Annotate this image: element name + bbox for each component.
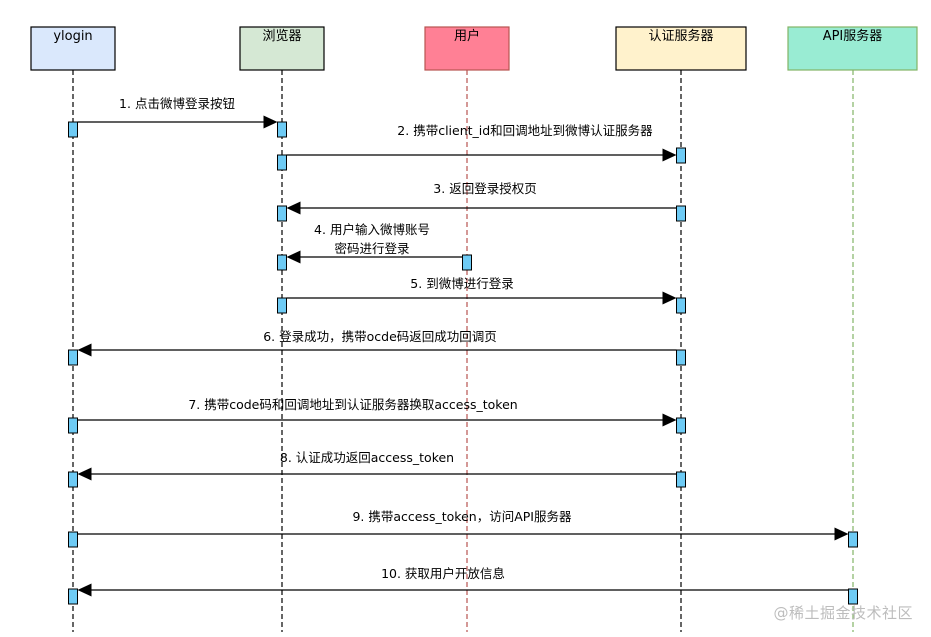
activation-bar [676, 205, 686, 222]
lifelines [72, 70, 854, 632]
arrowhead-icon [77, 343, 92, 357]
message-label: 密码进行登录 [334, 241, 409, 256]
message-label: 7. 携带code码和回调地址到认证服务器换取access_token [188, 397, 517, 412]
message-3: 3. 返回登录授权页 [286, 181, 677, 215]
activation-bar [848, 588, 858, 605]
activation-bar [68, 471, 78, 488]
messages: 1. 点击微博登录按钮 2. 携带client_id和回调地址到微博认证服务器 3.… [77, 96, 849, 597]
participant-label: API服务器 [823, 28, 883, 44]
participant-box [787, 26, 918, 71]
activation-bar [68, 417, 78, 434]
message-label: 2. 携带client_id和回调地址到微博认证服务器 [397, 123, 653, 138]
message-label: 1. 点击微博登录按钮 [119, 96, 235, 111]
activation-bar [676, 471, 686, 488]
message-label: 6. 登录成功，携带ocde码返回成功回调页 [263, 329, 497, 344]
arrowhead-icon [77, 467, 92, 481]
message-8: 8. 认证成功返回access_token [77, 450, 677, 481]
participant-ylogin: ylogin [30, 26, 116, 71]
watermark: @稀土掘金技术社区 [773, 604, 913, 622]
participant-box [615, 26, 747, 71]
activation-bar [68, 121, 78, 138]
activation-bar [676, 147, 686, 164]
activation-bar [676, 417, 686, 434]
activation-bar [848, 531, 858, 548]
participant-box [239, 26, 325, 71]
message-7: 7. 携带code码和回调地址到认证服务器换取access_token [77, 397, 677, 427]
message-1: 1. 点击微博登录按钮 [77, 96, 278, 129]
activation-bar [277, 297, 287, 314]
arrowhead-icon [662, 291, 677, 305]
participant-label: ylogin [53, 29, 92, 44]
message-label: 5. 到微博进行登录 [410, 276, 513, 291]
activation-bar [277, 154, 287, 171]
activation-bars [68, 121, 858, 605]
arrowhead-icon [834, 527, 849, 541]
arrowhead-icon [263, 115, 278, 129]
activation-bar [277, 254, 287, 271]
arrowhead-icon [662, 148, 677, 162]
participant-user: 用户 [424, 26, 510, 71]
message-6: 6. 登录成功，携带ocde码返回成功回调页 [77, 329, 677, 357]
activation-bar [277, 205, 287, 222]
message-label: 4. 用户输入微博账号 [314, 222, 430, 237]
activation-bar [68, 531, 78, 548]
participant-box [424, 26, 510, 71]
activation-bar [676, 297, 686, 314]
message-label: 10. 获取用户开放信息 [381, 566, 505, 581]
message-label: 8. 认证成功返回access_token [280, 450, 454, 465]
arrowhead-icon [77, 583, 92, 597]
participant-label: 认证服务器 [648, 28, 713, 44]
message-label: 9. 携带access_token，访问API服务器 [352, 509, 572, 524]
message-5: 5. 到微博进行登录 [286, 276, 677, 305]
message-2: 2. 携带client_id和回调地址到微博认证服务器 [286, 123, 677, 162]
activation-bar [68, 588, 78, 605]
arrowhead-icon [662, 413, 677, 427]
arrowhead-icon [286, 250, 301, 264]
activation-bar [676, 349, 686, 366]
participant-boxes: ylogin 浏览器 用户 认证服务器 API服务器 [30, 26, 918, 71]
participant-api: API服务器 [787, 26, 918, 71]
arrowhead-icon [286, 201, 301, 215]
message-9: 9. 携带access_token，访问API服务器 [77, 509, 849, 541]
activation-bar [277, 121, 287, 138]
activation-bar [462, 254, 472, 271]
participant-browser: 浏览器 [239, 26, 325, 71]
participant-label: 浏览器 [262, 28, 301, 44]
message-10: 10. 获取用户开放信息 [77, 566, 849, 597]
participant-auth: 认证服务器 [615, 26, 747, 71]
message-label: 3. 返回登录授权页 [433, 181, 536, 196]
activation-bar [68, 349, 78, 366]
participant-label: 用户 [454, 28, 480, 44]
participant-box [30, 26, 116, 71]
